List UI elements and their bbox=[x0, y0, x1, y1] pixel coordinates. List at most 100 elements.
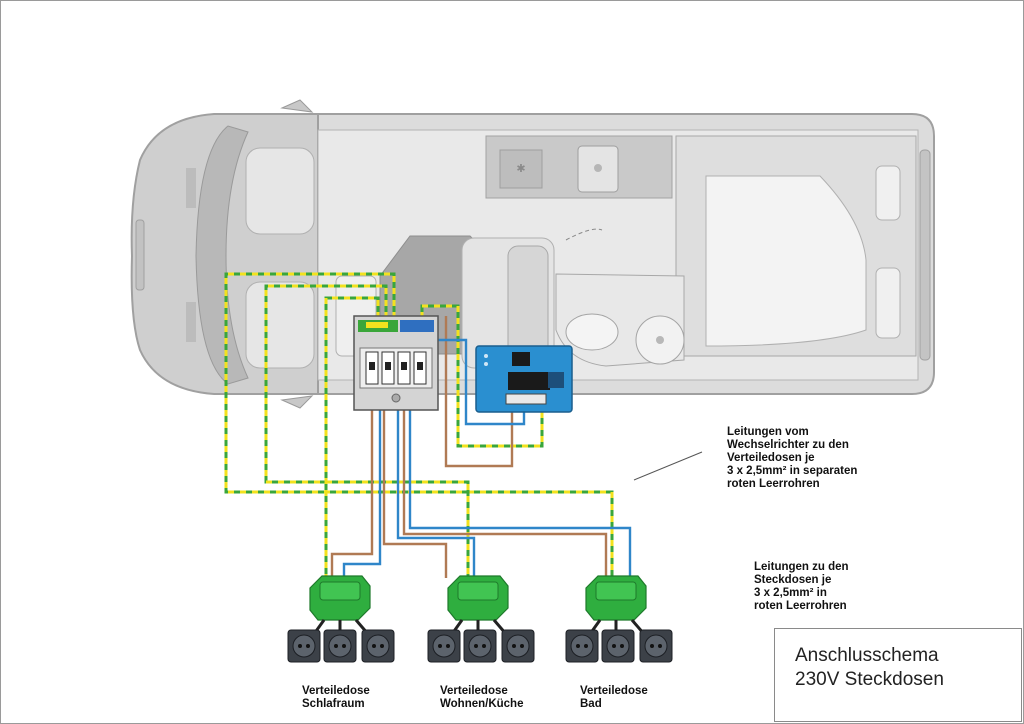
socket-pin-hole bbox=[298, 644, 302, 648]
inverter-outlet bbox=[508, 372, 550, 390]
socket-pin-hole bbox=[446, 644, 450, 648]
socket-pin-hole bbox=[342, 644, 346, 648]
van-mirror-bottom bbox=[280, 395, 314, 409]
box-label-line-2: Bad bbox=[580, 698, 602, 710]
breaker-3-switch bbox=[401, 362, 407, 370]
box-label-line-2: Schlafraum bbox=[302, 698, 365, 710]
bench-backrest bbox=[507, 245, 549, 359]
title-block: Anschlusschema 230V Steckdosen bbox=[774, 628, 1022, 722]
box-label-line-1: Verteiledose bbox=[302, 685, 370, 697]
socket-pin-hole bbox=[512, 644, 516, 648]
toilet bbox=[565, 313, 619, 351]
socket-pin-hole bbox=[372, 644, 376, 648]
inverter-lines-annotation: Leitungen vom Wechselrichter zu den Vert… bbox=[727, 426, 857, 491]
fuse-panel-icon bbox=[353, 315, 439, 411]
rear-cushion-top bbox=[875, 165, 901, 221]
phase-wire bbox=[444, 316, 514, 468]
inverter-fan bbox=[548, 372, 564, 388]
socket-pin-hole bbox=[306, 644, 310, 648]
inverter-outlet-top bbox=[512, 352, 530, 366]
phase-wire bbox=[330, 410, 374, 578]
bathroom-door-swing bbox=[565, 228, 603, 241]
socket-face bbox=[292, 634, 316, 658]
inverter-terminal bbox=[505, 393, 547, 405]
junction-box-icon bbox=[447, 575, 509, 635]
inverter-annotation-line-1: Leitungen vom bbox=[727, 426, 809, 438]
title-line-2: 230V Steckdosen bbox=[795, 669, 944, 690]
stove-icon: ✱ bbox=[516, 162, 525, 175]
annotation-leader bbox=[633, 451, 703, 481]
socket-pin-hole bbox=[380, 644, 384, 648]
neutral-wire bbox=[342, 410, 382, 578]
junction-box-icon bbox=[309, 575, 371, 635]
socket-face bbox=[506, 634, 530, 658]
socket-icon bbox=[427, 629, 461, 663]
socket-pin-hole bbox=[482, 644, 486, 648]
rear-cushion-bottom bbox=[875, 267, 901, 339]
socket-face bbox=[432, 634, 456, 658]
junction-boxes bbox=[309, 575, 647, 635]
socket-pin-hole bbox=[650, 644, 654, 648]
breaker-4-switch bbox=[417, 362, 423, 370]
van-windshield bbox=[195, 125, 249, 385]
socket-icon bbox=[639, 629, 673, 663]
socket-pin-hole bbox=[584, 644, 588, 648]
sink-drain bbox=[594, 164, 602, 172]
socket-face bbox=[606, 634, 630, 658]
box-label-line-1: Verteiledose bbox=[580, 685, 648, 697]
socket-pin-hole bbox=[576, 644, 580, 648]
inverter-led-1 bbox=[484, 354, 488, 358]
box-label-bad: Verteiledose Bad bbox=[580, 685, 648, 711]
van-bumper bbox=[135, 219, 145, 291]
inverter-annotation-line-4: 3 x 2,5mm² in separaten bbox=[727, 465, 858, 477]
socket-outlets bbox=[287, 629, 673, 663]
socket-pin-hole bbox=[612, 644, 616, 648]
stove bbox=[499, 149, 543, 189]
socket-face bbox=[328, 634, 352, 658]
driver-seat bbox=[245, 147, 315, 235]
rear-door bbox=[919, 149, 931, 361]
shower-drain bbox=[656, 336, 664, 344]
socket-face bbox=[366, 634, 390, 658]
inverter-annotation-line-3: Verteiledosen je bbox=[727, 452, 815, 464]
passenger-seat bbox=[245, 281, 315, 369]
socket-icon bbox=[323, 629, 357, 663]
breaker-1-switch bbox=[369, 362, 375, 370]
socket-face bbox=[644, 634, 668, 658]
neutral-wire bbox=[408, 410, 632, 578]
inverter-annotation-line-5: roten Leerrohren bbox=[727, 478, 820, 490]
socket-pin-hole bbox=[520, 644, 524, 648]
breaker-2-switch bbox=[385, 362, 391, 370]
box-label-line-1: Verteiledose bbox=[440, 685, 508, 697]
junction-box-lid bbox=[595, 581, 637, 601]
box-label-wohnen-kueche: Verteiledose Wohnen/Küche bbox=[440, 685, 523, 711]
inverter-annotation-line-2: Wechselrichter zu den bbox=[727, 439, 849, 451]
socket-face bbox=[570, 634, 594, 658]
socket-annotation-line-2: Steckdosen je bbox=[754, 574, 832, 586]
socket-annotation-line-3: 3 x 2,5mm² in bbox=[754, 587, 827, 599]
van-light-left bbox=[186, 168, 196, 208]
van-mirror-top bbox=[280, 99, 314, 113]
socket-pin-hole bbox=[620, 644, 624, 648]
phase-wire bbox=[382, 410, 448, 578]
earth-wire-stripe bbox=[420, 304, 544, 448]
junction-box-lid bbox=[319, 581, 361, 601]
socket-icon bbox=[463, 629, 497, 663]
socket-pin-hole bbox=[438, 644, 442, 648]
socket-icon bbox=[287, 629, 321, 663]
socket-annotation-line-1: Leitungen zu den bbox=[754, 561, 849, 573]
earth-wire-stripe bbox=[224, 272, 614, 578]
title-line-1: Anschlusschema bbox=[795, 645, 939, 666]
socket-icon bbox=[601, 629, 635, 663]
box-label-schlafraum: Verteiledose Schlafraum bbox=[302, 685, 370, 711]
socket-lines-annotation: Leitungen zu den Steckdosen je 3 x 2,5mm… bbox=[754, 561, 849, 613]
box-label-line-2: Wohnen/Küche bbox=[440, 698, 524, 710]
earth-wire-stripe bbox=[264, 284, 470, 578]
socket-pin-hole bbox=[474, 644, 478, 648]
bed bbox=[705, 175, 867, 347]
junction-box-icon bbox=[585, 575, 647, 635]
junction-box-lid bbox=[457, 581, 499, 601]
earth-busbar-stripe bbox=[366, 322, 388, 328]
earth-wire bbox=[324, 296, 380, 578]
